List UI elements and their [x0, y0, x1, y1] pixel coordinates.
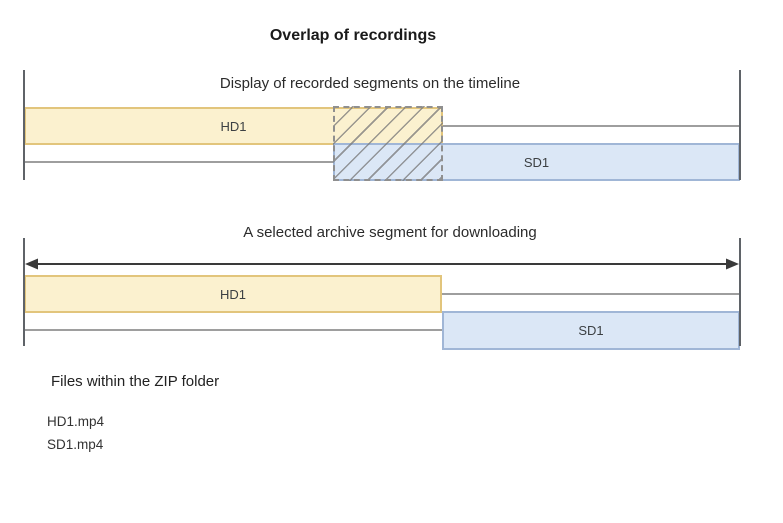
double-headed-arrow-icon: [24, 256, 740, 272]
file-item: SD1.mp4: [47, 437, 104, 452]
hd1-label: HD1: [219, 286, 246, 302]
sd1-label: SD1: [523, 154, 550, 170]
timeline2-sd1-track-line: [24, 329, 740, 331]
file-item: HD1.mp4: [47, 414, 105, 429]
hd1-label: HD1: [220, 118, 247, 134]
timeline2-left-boundary-line: [23, 238, 25, 346]
timeline1-caption: Display of recorded segments on the time…: [219, 75, 521, 92]
timeline1-right-boundary-line: [739, 70, 741, 180]
page-title: Overlap of recordings: [269, 27, 437, 44]
timeline2-hd1-segment-bar: HD1: [24, 275, 442, 313]
overlap-hatched-region: [333, 106, 443, 181]
timeline2-right-boundary-line: [739, 238, 741, 346]
files-heading: Files within the ZIP folder: [51, 373, 220, 390]
sd1-label: SD1: [578, 323, 604, 338]
timeline2-sd1-segment-bar: SD1: [442, 311, 740, 350]
timeline1-left-boundary-line: [23, 70, 25, 180]
timeline2-caption: A selected archive segment for downloadi…: [243, 224, 537, 241]
